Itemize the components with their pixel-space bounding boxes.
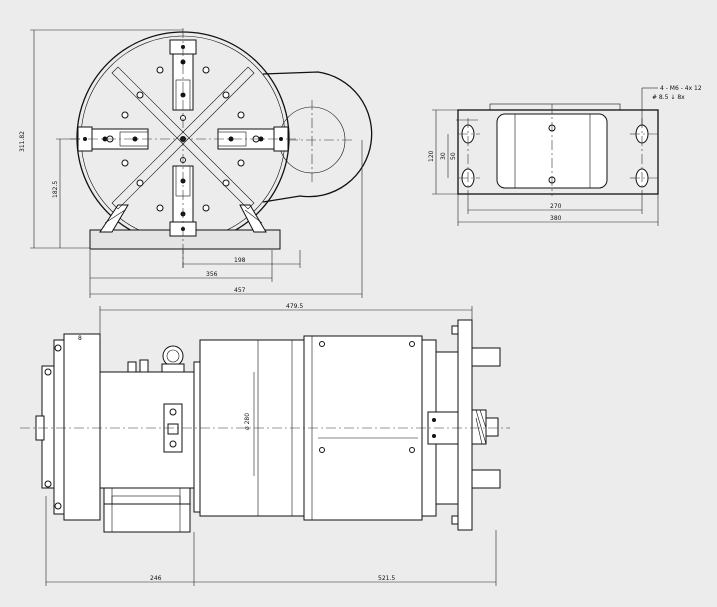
support-right xyxy=(239,204,267,233)
dim-height-120: 120 xyxy=(428,150,435,162)
dim-50: 50 xyxy=(450,152,457,160)
dim-flange-8: 8 xyxy=(78,335,82,342)
dim-length-479: 479.5 xyxy=(286,303,303,310)
table-top-rail xyxy=(489,103,621,111)
dim-width-198: 198 xyxy=(234,257,246,264)
chuck-bolt-holes xyxy=(106,66,260,212)
gearbox-base xyxy=(103,503,191,533)
front-view-dimensions: 311.82 182.5 198 356 457 xyxy=(19,29,363,298)
dim-right-521: 521.5 xyxy=(378,575,395,582)
dim-30: 30 xyxy=(440,152,447,160)
dim-width-270: 270 xyxy=(550,203,562,210)
dim-left-246: 246 xyxy=(150,575,162,582)
side-view-dimensions: 479.5 ø 280 246 521.5 8 xyxy=(45,303,497,586)
dim-width-356: 356 xyxy=(206,271,218,278)
dim-center-height: 182.5 xyxy=(52,181,59,198)
motor-body xyxy=(199,339,305,517)
rear-flange xyxy=(457,319,473,531)
dim-width-380: 380 xyxy=(550,215,562,222)
rotary-housing-outline xyxy=(262,71,373,203)
top-view: 120 30 50 4 - M6 - 4x 12 # 8.5 ↓ 8x 270 … xyxy=(428,85,702,226)
slot-note-2: # 8.5 ↓ 8x xyxy=(652,94,685,101)
side-view: 479.5 ø 280 246 521.5 8 xyxy=(20,303,510,586)
slot-note-1: 4 - M6 - 4x 12 xyxy=(660,85,702,92)
faceplate xyxy=(63,333,101,521)
front-view: 311.82 182.5 198 356 457 xyxy=(19,28,373,298)
support-left xyxy=(99,204,129,233)
dim-diameter: ø 280 xyxy=(244,413,251,430)
faceplate-flange xyxy=(53,339,65,515)
dim-overall-height: 311.82 xyxy=(19,131,26,152)
dim-width-457: 457 xyxy=(234,287,246,294)
top-view-dimensions: 120 30 50 4 - M6 - 4x 12 # 8.5 ↓ 8x 270 … xyxy=(428,85,702,226)
lifting-eye xyxy=(162,345,184,367)
